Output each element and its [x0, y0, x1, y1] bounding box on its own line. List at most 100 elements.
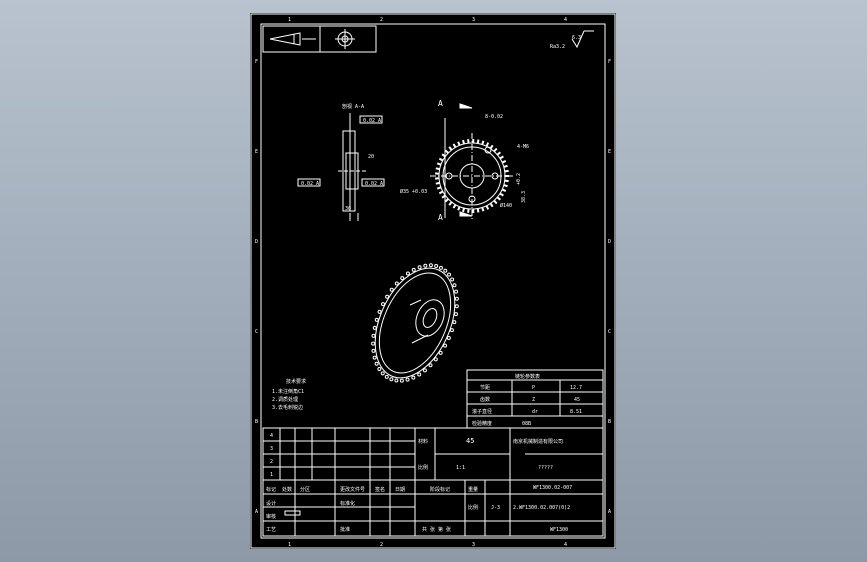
border-letter-c-r: C — [608, 329, 611, 335]
roughness-value: 6.3 — [572, 35, 581, 41]
dim-holes: 4-M6 — [517, 144, 529, 150]
iso-tooth — [381, 302, 386, 307]
iso-tooth — [452, 320, 457, 325]
iso-tooth — [377, 309, 382, 314]
tooth — [476, 208, 480, 213]
sprocket-front-view — [430, 103, 514, 219]
tooth — [499, 155, 504, 160]
iso-tooth — [438, 265, 443, 270]
dim-30: 30 — [345, 206, 351, 212]
iso-tooth — [371, 341, 376, 346]
border-letter-c: C — [255, 329, 258, 335]
label-ratio: 比例 — [468, 504, 478, 511]
tooth — [462, 207, 465, 213]
section-a-top: A — [438, 99, 443, 108]
tooth — [441, 194, 446, 199]
tooth — [504, 169, 509, 173]
tooth — [485, 205, 490, 210]
iso-tooth — [422, 368, 427, 373]
iso-tooth — [454, 289, 459, 294]
border-letter-a-r: A — [608, 509, 611, 515]
iso-tooth — [374, 361, 379, 366]
iso-tooth — [417, 265, 422, 270]
label-doc: 更改文件号 — [340, 486, 365, 493]
iso-tooth — [434, 264, 439, 269]
dim-chord: 8-0.02 — [485, 114, 503, 120]
tooth — [436, 186, 442, 190]
label-craft: 工艺 — [266, 527, 276, 533]
tol-frame-1: 0.02 A — [363, 118, 381, 124]
iso-tooth — [405, 271, 410, 276]
company-name: 南京机械制造有限公司 — [513, 438, 563, 445]
iso-tooth — [443, 343, 448, 348]
tooth — [496, 196, 501, 201]
note-1: 1.未注倒角C1 — [272, 388, 304, 395]
iso-tooth — [411, 267, 416, 272]
tooth — [444, 149, 449, 154]
tooth — [436, 162, 442, 166]
border-num-3b: 3 — [472, 542, 475, 548]
iso-tooth — [417, 372, 422, 377]
sprocket-isometric-view — [374, 267, 456, 379]
tooth — [457, 206, 461, 211]
tooth — [481, 140, 485, 145]
border-letters: F E D C B A F E D C B A — [255, 59, 611, 515]
border-num-3: 3 — [472, 17, 475, 23]
border-num-1b: 1 — [288, 542, 291, 548]
tooth — [476, 139, 480, 144]
border-num-1: 1 — [288, 17, 291, 23]
label-approve: 批准 — [340, 526, 350, 533]
iso-tooth — [377, 367, 382, 372]
iso-tooth — [394, 281, 399, 286]
tooth — [448, 201, 453, 206]
border-num-2: 2 — [380, 17, 383, 23]
iso-tooth — [428, 363, 433, 368]
iso-tooth — [385, 294, 390, 299]
iso-tooth — [372, 325, 377, 330]
section-label: 剖视 A-A — [342, 103, 364, 110]
iso-tooth — [453, 312, 458, 317]
side-section-view — [297, 113, 385, 221]
material-label: 材料 — [418, 438, 428, 445]
outer-border — [250, 13, 616, 549]
tooth — [462, 139, 465, 145]
tooth — [457, 141, 461, 146]
drawing-sheet: 1 2 3 4 1 2 3 4 F E D C B A F E D C B A … — [250, 13, 616, 549]
border-letter-f-r: F — [608, 59, 611, 65]
scale-value: 1:1 — [456, 465, 465, 471]
notes-title: 技术要求 — [286, 378, 306, 385]
label-date: 日期 — [395, 487, 405, 493]
iso-tooth — [399, 378, 404, 383]
param-name-3: 滚子直径 — [472, 408, 492, 415]
tooth — [503, 164, 508, 168]
tooth — [499, 192, 504, 197]
param-sym-2: Z — [532, 397, 535, 403]
iso-tooth — [389, 287, 394, 292]
border-num-2b: 2 — [380, 542, 383, 548]
border-letter-d-r: D — [608, 239, 611, 245]
tooth — [448, 146, 453, 151]
iso-tooth — [452, 283, 457, 288]
scale-label: 比例 — [418, 464, 428, 471]
iso-tooth — [454, 304, 459, 309]
tooth — [481, 207, 485, 212]
title-block — [262, 427, 604, 537]
iso-tooth — [380, 371, 385, 376]
tooth — [435, 167, 440, 171]
tol-frame-3: 0.02 A — [365, 181, 383, 187]
iso-tooth — [372, 355, 377, 360]
iso-teeth — [371, 263, 459, 383]
unknown-value: ????? — [538, 465, 553, 471]
iso-tooth — [371, 333, 376, 338]
params-title: 链轮参数表 — [515, 373, 540, 380]
iso-tooth — [438, 350, 443, 355]
weight-value: J-3 — [491, 505, 500, 511]
iso-tooth — [428, 263, 433, 268]
label-stage: 阶段标记 — [430, 486, 450, 493]
tooth — [493, 199, 498, 205]
roughness-note: Ra3.2 — [550, 44, 565, 50]
border-num-4: 4 — [564, 17, 567, 23]
border-numbers: 1 2 3 4 1 2 3 4 — [288, 17, 567, 548]
material-value: 45 — [466, 437, 474, 445]
tooth — [441, 153, 446, 158]
